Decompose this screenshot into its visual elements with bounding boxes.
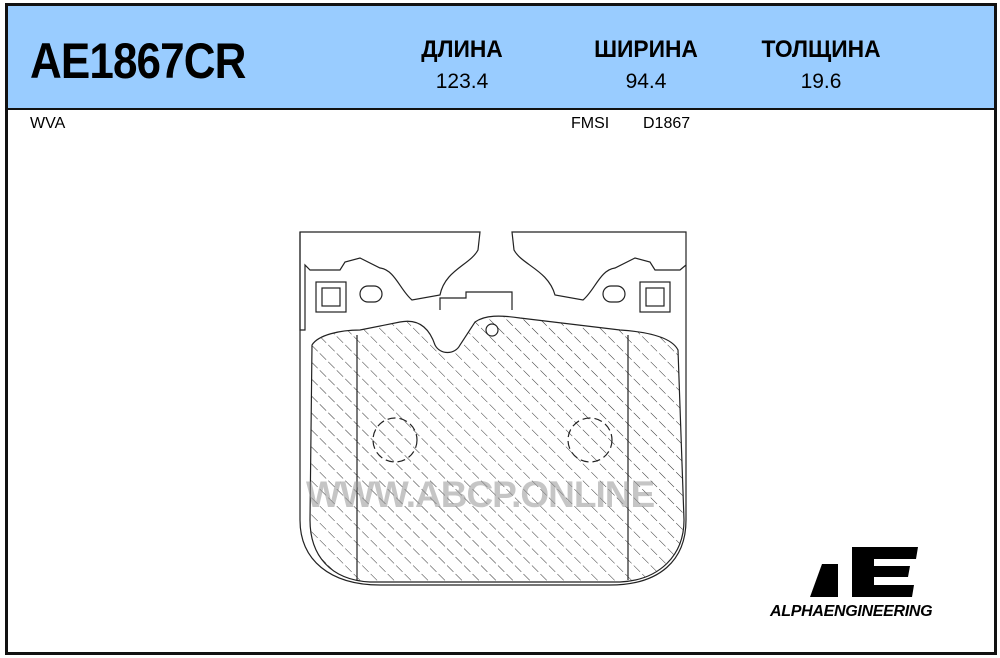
- product-code: AE1867CR: [30, 33, 246, 89]
- dimension-label: ТОЛЩИНА: [761, 36, 881, 63]
- dimension-value: 123.4: [435, 70, 489, 93]
- dimension-width: ШИРИНА 94.4: [566, 36, 726, 94]
- spec-sheet-frame: AE1867CR ДЛИНА 123.4 ШИРИНА 94.4 ТОЛЩИНА…: [5, 3, 997, 655]
- dimension-value: 19.6: [800, 70, 842, 93]
- friction-material: [309, 315, 685, 583]
- clip-left: [315, 281, 347, 313]
- brand-name: ALPHAENGINEERING: [770, 603, 933, 620]
- dimension-length: ДЛИНА 123.4: [382, 36, 542, 94]
- header-bar: AE1867CR ДЛИНА 123.4 ШИРИНА 94.4 ТОЛЩИНА…: [8, 6, 994, 110]
- dimension-label: ДЛИНА: [421, 36, 503, 63]
- dimension-value: 94.4: [625, 70, 667, 93]
- backing-plate-outline: [299, 231, 481, 331]
- fmsi-label: FMSI: [571, 115, 610, 132]
- dimension-thickness: ТОЛЩИНА 19.6: [741, 36, 901, 94]
- clip-right: [639, 281, 671, 313]
- brand-logo-icon: [810, 547, 918, 597]
- watermark: WWW.ABCP.ONLINE: [306, 474, 655, 515]
- fmsi-value: D1867: [643, 115, 691, 132]
- dimension-label: ШИРИНА: [594, 36, 698, 63]
- wva-label: WVA: [30, 115, 66, 132]
